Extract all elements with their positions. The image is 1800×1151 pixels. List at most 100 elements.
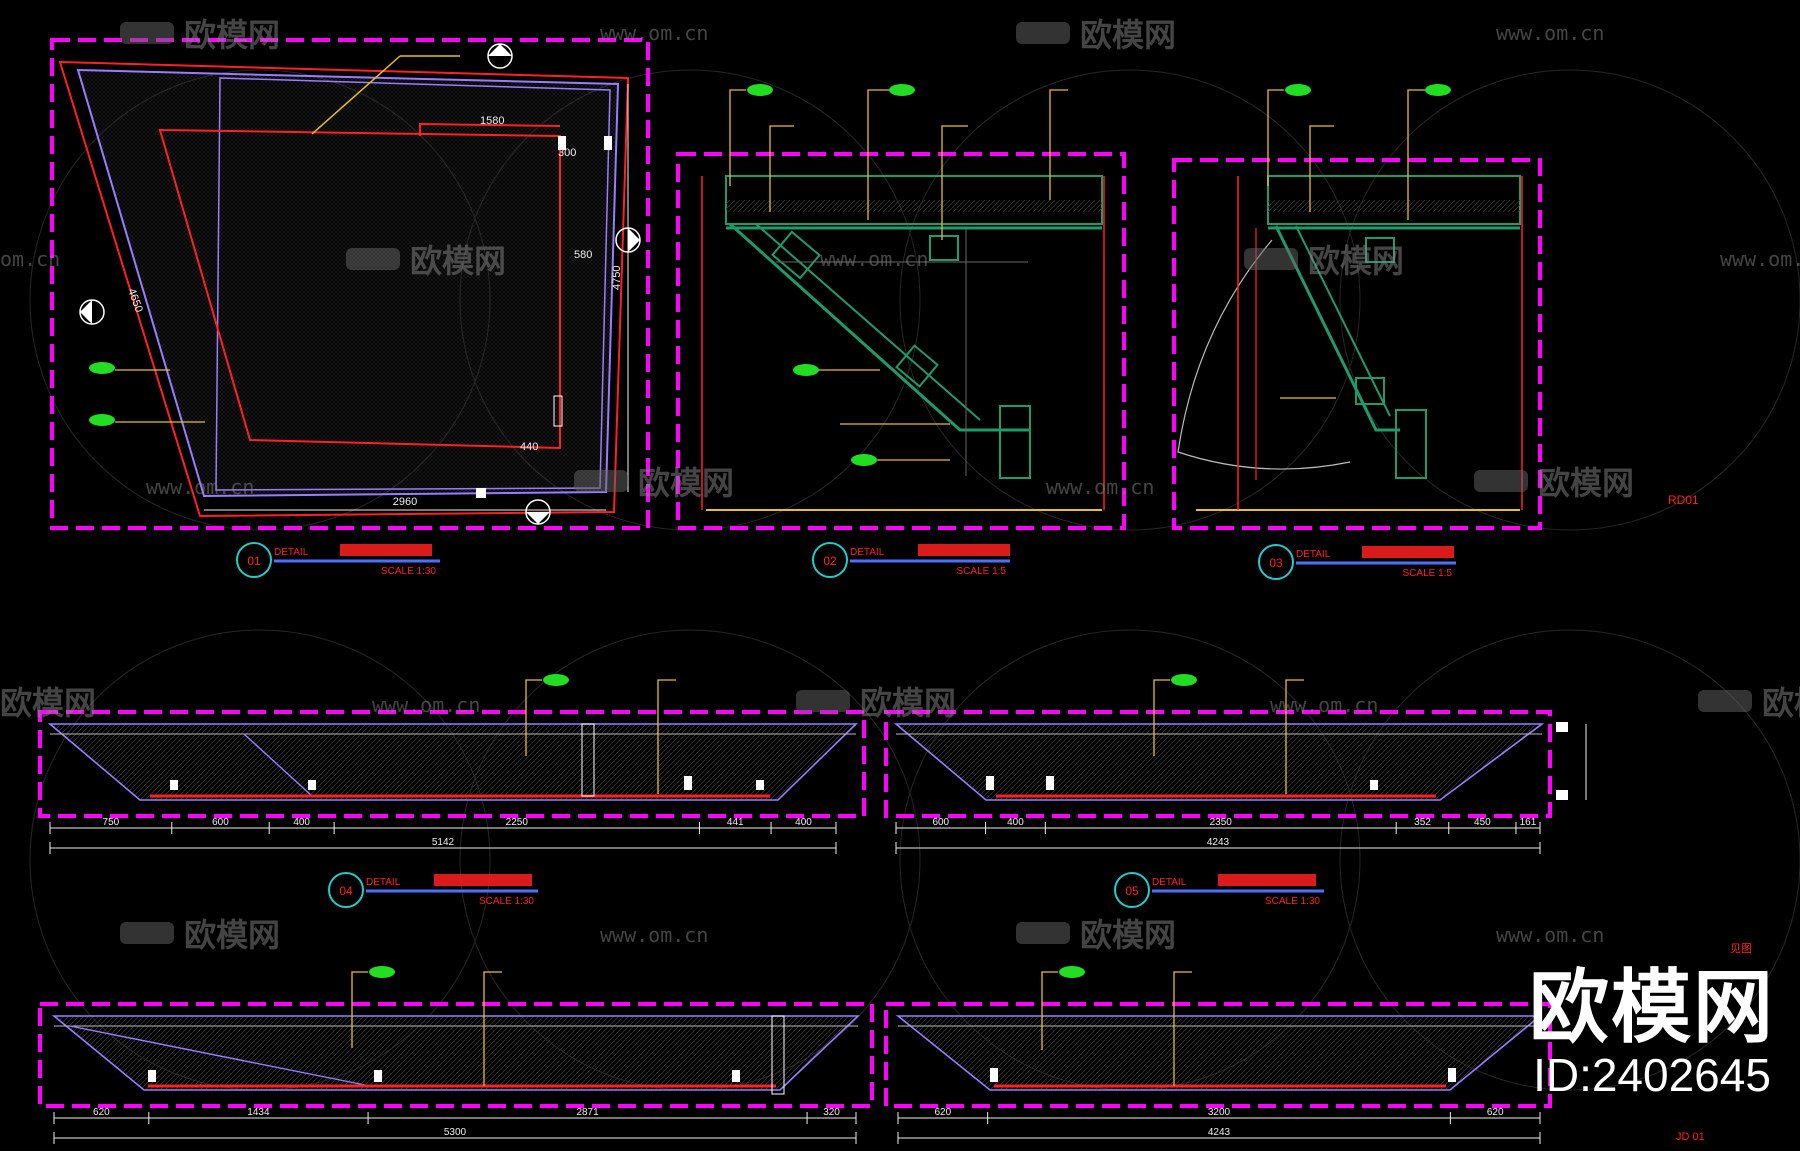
view-number-05: 05 [1125, 884, 1139, 898]
elev-bl-hatch [54, 1016, 858, 1090]
dim-segment-value: 400 [795, 817, 812, 828]
view-title-05: 05 DETAIL SCALE 1:30 [1114, 872, 1324, 908]
corner-note-right: JD 01 [1676, 1131, 1705, 1143]
section-02-block-4 [929, 235, 959, 261]
elev-br-tick-2 [1448, 1068, 1456, 1082]
watermark-url-6: www.om.cn [146, 475, 254, 499]
plan-dim-580: 580 [574, 249, 592, 261]
section-03-block-1 [1355, 377, 1385, 405]
elev-tl-tick-1 [170, 780, 178, 790]
view-scale-03: SCALE 1:5 [1403, 568, 1453, 579]
elev-br-leaders [1041, 971, 1192, 1086]
watermark-brand-5: 欧模网 [638, 464, 734, 502]
dim-segment-value: 3200 [1208, 1107, 1231, 1118]
plan-dim-left: 4650 [125, 287, 145, 314]
section-02-block-2 [895, 344, 939, 388]
watermark-brand-6: 欧模网 [1538, 464, 1634, 502]
corner-note-detail: 见图 [1730, 942, 1752, 955]
dim-segment-value: 2871 [576, 1107, 599, 1118]
dim-segment-value: 600 [932, 817, 949, 828]
elev-bl-outline [51, 1015, 861, 1091]
section-02-diag-2 [755, 223, 981, 421]
section-view-02 [676, 84, 1126, 530]
watermark-url-2: www.om.cn [1496, 21, 1604, 45]
section-marker-top [487, 43, 513, 69]
section-02-callout-3 [793, 364, 819, 376]
plan-callout-oval-1 [89, 362, 115, 374]
elev-br-frame [884, 1002, 1552, 1108]
elev-bl-diag [69, 1025, 371, 1087]
section-03-slab-hatch [1268, 200, 1520, 212]
elev-br-outline [895, 1015, 1543, 1091]
view-tag-03: DETAIL [1296, 549, 1331, 560]
dim-segment-value: 400 [1007, 817, 1024, 828]
view-scale-04: SCALE 1:30 [479, 896, 534, 907]
dim-segment-value: 441 [727, 817, 744, 828]
elev-bl-dimensions: 620 1434 2871 320 5300 [53, 1107, 857, 1144]
dim-segment-value: 620 [93, 1107, 110, 1118]
view-number-01: 01 [247, 554, 261, 568]
elev-br-callout [1059, 966, 1085, 978]
view-title-03: 03 DETAIL SCALE 1:5 [1258, 544, 1456, 580]
dim-segment-value: 600 [212, 817, 229, 828]
view-title-04: 04 DETAIL SCALE 1:30 [328, 872, 538, 908]
view-title-bar-01 [340, 544, 432, 556]
dim-segment-value: 1434 [247, 1107, 270, 1118]
watermark-brand-10: 欧模网 [184, 916, 280, 954]
dim-total-value: 5300 [444, 1127, 467, 1138]
watermark-logo-8: 欧模网 [796, 684, 956, 722]
section-02-callout-1 [747, 84, 773, 96]
elev-bl-tick-1 [148, 1070, 156, 1082]
section-03-note: RD01 [1668, 493, 1699, 507]
elev-br-tick-1 [990, 1068, 998, 1082]
section-02-slab-hatch [726, 200, 1102, 212]
section-02-block-3 [999, 405, 1031, 479]
watermark-brand-3: 欧模网 [410, 242, 506, 280]
dim-segment-value: 352 [1414, 817, 1431, 828]
plan-dim-bottom: 2960 [393, 496, 417, 508]
dim-total-value: 4243 [1208, 1127, 1231, 1138]
view-number-02: 02 [823, 554, 837, 568]
elev-tl-tick-2 [308, 780, 316, 790]
section-marker-bottom [525, 499, 551, 525]
watermark-url-7: www.om.cn [1046, 475, 1154, 499]
watermark-url-8: www.om.cn [372, 693, 480, 717]
section-marker-left [79, 299, 105, 325]
elev-bl-post [771, 1015, 785, 1095]
watermark-brand-11: 欧模网 [1080, 916, 1176, 954]
section-03-leaders [1267, 89, 1426, 399]
plan-view: 2960 4750 4650 1580 440 300 580 [50, 38, 650, 530]
elev-tr-callout [1171, 674, 1197, 686]
dim-segment-value: 161 [1520, 817, 1537, 828]
view-title-bar-03 [1362, 546, 1454, 558]
view-title-01: 01 DETAIL SCALE 1:30 [236, 542, 440, 578]
watermark-brand-7: 欧模网 [0, 684, 96, 722]
plan-dim-right: 4750 [611, 266, 623, 290]
view-title-bar-04 [434, 874, 532, 886]
view-scale-01: SCALE 1:30 [381, 566, 436, 577]
watermark-logo-4: 欧模网 [1244, 242, 1404, 280]
plan-step-red [419, 122, 561, 136]
view-title-bar-05 [1218, 874, 1316, 886]
plan-outer-red [58, 60, 630, 518]
brand-overlay-name: 欧模网 [1529, 961, 1775, 1054]
watermark-url-3: om.cn [0, 247, 60, 271]
elev-bl-tick-3 [732, 1070, 740, 1082]
watermark-url-10: www.om.cn [600, 923, 708, 947]
elev-bl-leaders [351, 971, 502, 1086]
dim-segment-value: 320 [823, 1107, 840, 1118]
watermark-url-9: www.om.cn [1270, 693, 1378, 717]
elev-tl-leaders [525, 679, 676, 794]
watermark-brand-4: 欧模网 [1308, 242, 1404, 280]
elev-tl-tick-3 [684, 776, 692, 790]
watermark-layer: 欧模网 www.om.cn 欧模网 www.om.cn om.cn 欧模网 ww… [0, 16, 1800, 954]
plan-tick-3 [553, 395, 563, 427]
elev-tr-leaders [1153, 679, 1304, 794]
elev-tr-outline [893, 723, 1545, 801]
elev-tr-frame [884, 710, 1552, 818]
watermark-brand-8: 欧模网 [860, 684, 956, 722]
